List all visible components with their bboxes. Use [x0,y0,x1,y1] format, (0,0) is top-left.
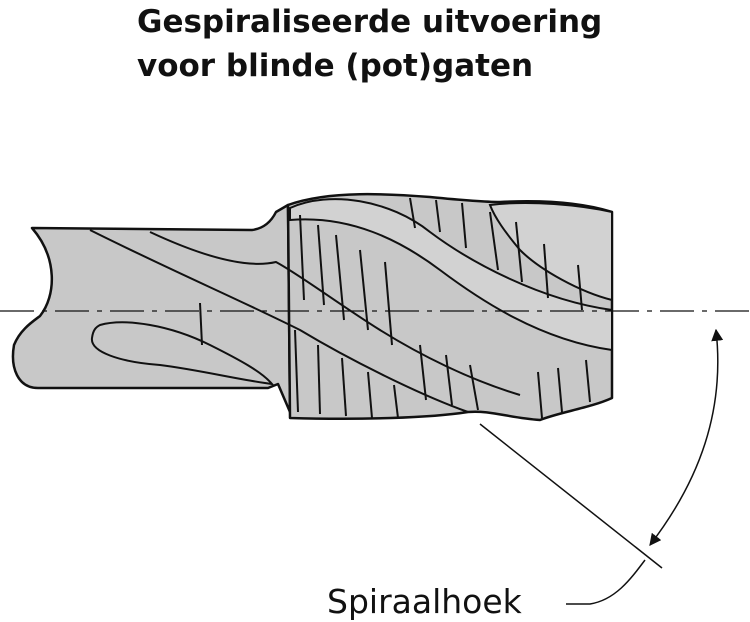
cutting-groove [90,321,275,386]
thread-hatching [199,197,591,419]
label-leader-line [566,559,646,605]
spiral-angle-arc [649,328,724,546]
title-line-1: Gespiraliseerde uitvoering [137,4,603,40]
diagram-title: Gespiraliseerde uitvoering voor blinde (… [137,0,602,88]
shank-flute-inner [149,231,521,396]
title-line-2: voor blinde (pot)gaten [137,48,534,84]
spiral-flute-band-1 [289,198,613,352]
helix-leader-line [479,423,663,569]
shank-flute [89,229,469,413]
spiral-angle-label: Spiraalhoek [327,582,522,621]
spiral-flute-band-2 [488,202,613,302]
